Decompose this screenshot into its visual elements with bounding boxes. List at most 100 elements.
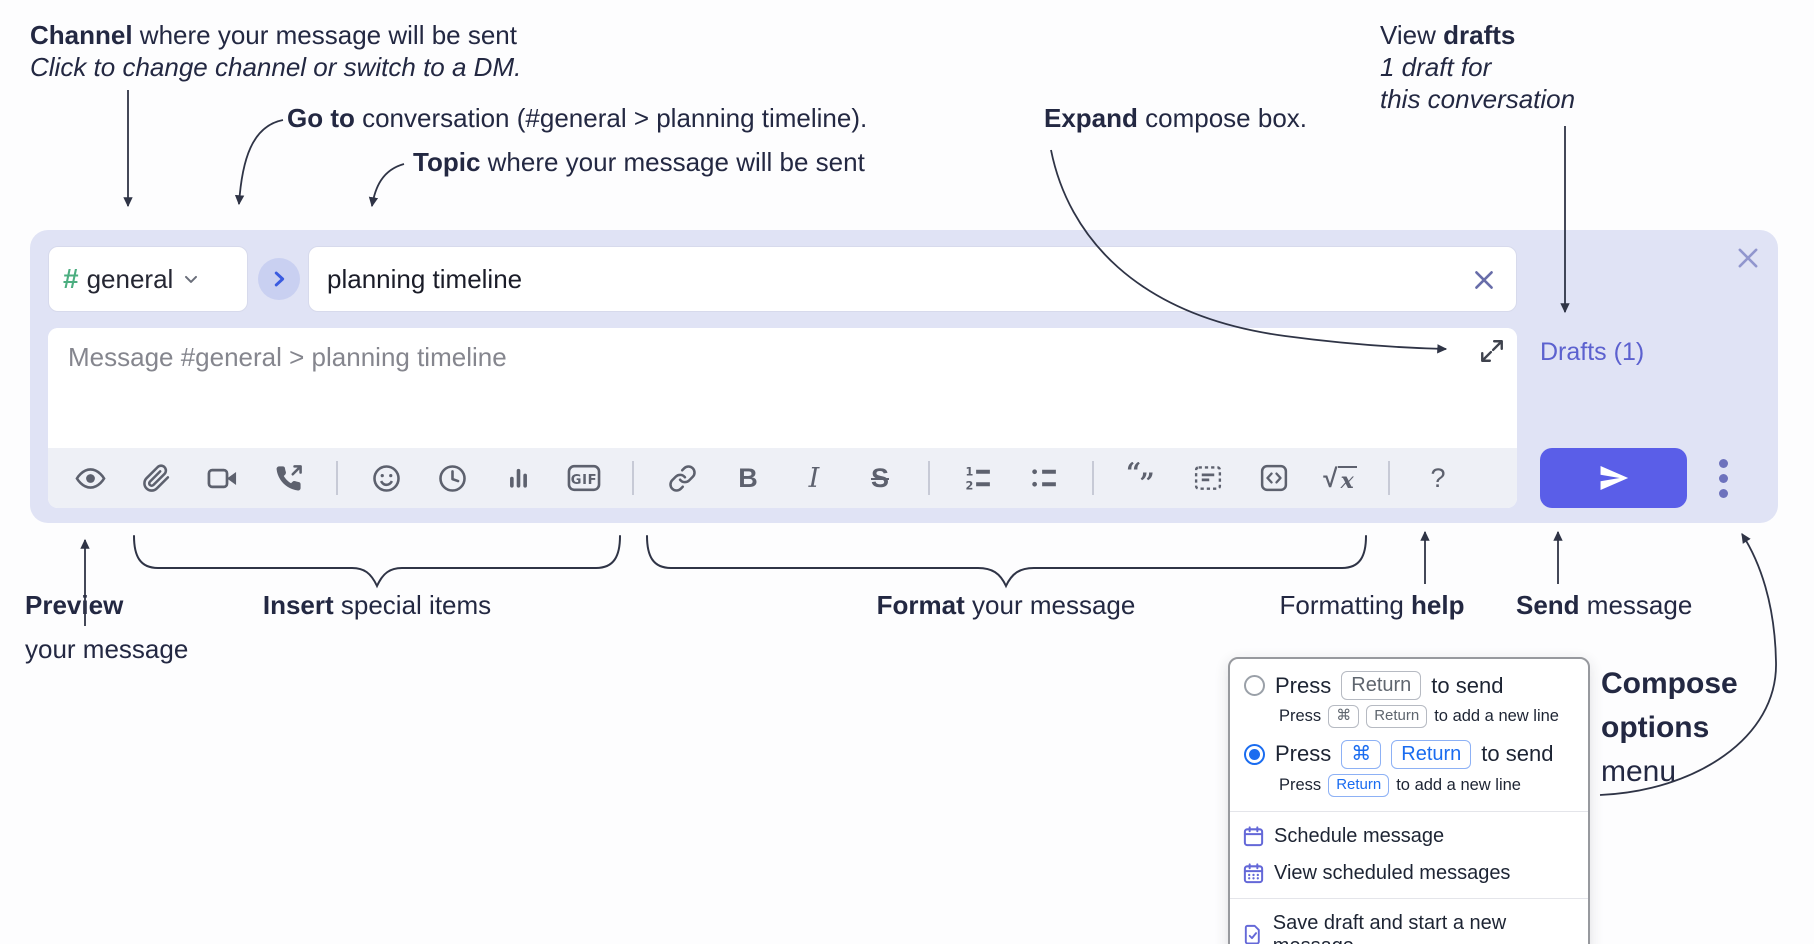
dots-vertical-icon [1718, 458, 1728, 468]
calendar-scheduled-icon [1243, 862, 1264, 883]
italic-icon[interactable]: I [808, 462, 820, 494]
chevron-right-icon [274, 271, 285, 287]
toolbar-divider [1388, 461, 1390, 495]
attach-file-icon[interactable] [138, 460, 174, 496]
return-keycap: Return [1366, 705, 1428, 728]
return-keycap: Return [1328, 773, 1390, 797]
cmd-return-option-subtext: Press Return to add a new line [1230, 769, 1588, 805]
goto-conversation-button[interactable] [258, 258, 300, 300]
save-draft-icon [1244, 924, 1260, 944]
send-button[interactable] [1540, 448, 1687, 508]
return-keycap: Return [1391, 739, 1472, 769]
message-input[interactable] [48, 328, 1517, 446]
strikethrough-icon[interactable]: S [870, 462, 889, 493]
poll-chart-icon[interactable] [500, 460, 536, 496]
topic-input[interactable] [309, 247, 1516, 311]
expand-compose-button[interactable] [1479, 338, 1507, 366]
cmd-keycap: ⌘ [1328, 705, 1360, 728]
code-block-icon[interactable] [1190, 460, 1226, 496]
channel-annotation: Channel where your message will be sent [30, 20, 517, 51]
expand-icon [1481, 340, 1503, 362]
svg-text:“: “ [1126, 462, 1141, 489]
return-to-send-option[interactable]: Press Return to send [1230, 667, 1588, 700]
format-annotation: Format your message [876, 590, 1136, 620]
view-drafts-line3: this conversation [1380, 84, 1576, 114]
code-icon[interactable] [1256, 460, 1292, 496]
return-option-subtext: Press ⌘ Return to add a new line [1230, 700, 1588, 736]
chevron-down-icon [185, 275, 198, 283]
preview-eye-icon[interactable] [72, 460, 108, 496]
save-draft-item[interactable]: Save draft and start a new message [1230, 905, 1588, 944]
bulleted-list-icon[interactable] [1026, 460, 1062, 496]
preview-annotation: Preview [25, 590, 124, 620]
calendar-icon [1243, 825, 1264, 846]
menu-item-label: Save draft and start a new message [1272, 911, 1507, 944]
compose-options-popup: Press Return to send Press ⌘ Return to a… [1228, 657, 1590, 944]
compose-options-annotation: Compose options menu [1601, 667, 1738, 788]
view-scheduled-messages-item[interactable]: View scheduled messages [1230, 855, 1588, 892]
channel-annotation-bold: Channel [30, 20, 133, 50]
channel-annotation-rest: where your message will be sent [132, 20, 517, 50]
radio-selected-icon[interactable] [1244, 743, 1265, 765]
toolbar-divider [1092, 461, 1094, 495]
clear-topic-button[interactable] [1468, 264, 1500, 296]
close-icon [1475, 271, 1493, 289]
dots-vertical-icon [1718, 473, 1728, 483]
close-compose-button[interactable] [1732, 242, 1764, 274]
toolbar-divider [928, 461, 930, 495]
audio-call-icon[interactable] [270, 460, 306, 496]
topic-annotation-rest: where your message will be sent [480, 147, 865, 177]
dots-vertical-icon [1718, 488, 1728, 498]
message-panel: GIF B I S 12 “” √x ? [48, 328, 1517, 508]
drafts-link[interactable]: Drafts (1) [1540, 338, 1645, 366]
video-clip-icon[interactable] [204, 460, 240, 496]
topic-field [308, 246, 1517, 312]
expand-annotation: Expand compose box. [1044, 103, 1307, 134]
channel-annotation-sub: Click to change channel or switch to a D… [30, 52, 522, 82]
schedule-message-item[interactable]: Schedule message [1230, 818, 1588, 855]
menu-item-label: View scheduled messages [1274, 861, 1511, 884]
channel-name: general [86, 263, 174, 294]
expand-annotation-bold: Expand [1044, 103, 1138, 133]
svg-text:”: ” [1139, 469, 1154, 494]
preview-annotation-line2: your message [25, 634, 189, 664]
menu-item-label: Schedule message [1274, 824, 1445, 847]
popup-divider [1230, 810, 1588, 812]
view-drafts-line2: 1 draft for [1380, 52, 1492, 82]
goto-annotation-rest: conversation (#general > planning timeli… [354, 103, 868, 133]
recent-clock-icon[interactable] [434, 460, 470, 496]
gif-icon[interactable]: GIF [566, 460, 602, 496]
link-icon[interactable] [664, 460, 700, 496]
formatting-help-annotation: Formatting help [1279, 590, 1465, 620]
goto-annotation-bold: Go to [287, 103, 355, 133]
formula-icon[interactable]: √x [1322, 460, 1358, 496]
svg-text:1: 1 [966, 466, 974, 479]
close-icon [1738, 248, 1758, 268]
view-drafts-bold: drafts [1443, 20, 1516, 50]
send-icon [1600, 465, 1628, 491]
return-keycap: Return [1341, 671, 1422, 700]
expand-annotation-rest: compose box. [1137, 103, 1308, 133]
goto-annotation: Go to conversation (#general > planning … [287, 103, 867, 134]
compose-options-button[interactable] [1706, 452, 1740, 504]
send-annotation: Send message [1516, 590, 1693, 620]
radio-unselected-icon[interactable] [1244, 675, 1265, 696]
view-drafts-annotation: View drafts [1380, 20, 1515, 51]
format-brace [646, 535, 1367, 589]
formatting-help-icon[interactable]: ? [1430, 462, 1446, 493]
cmd-return-to-send-option[interactable]: Press ⌘ Return to send [1230, 736, 1588, 769]
svg-text:2: 2 [966, 479, 974, 492]
insert-annotation: Insert special items [262, 590, 492, 620]
topic-arrow [368, 163, 405, 208]
insert-brace [133, 535, 621, 589]
channel-selector[interactable]: # general [48, 246, 248, 312]
bold-icon[interactable]: B [738, 462, 758, 493]
emoji-icon[interactable] [368, 460, 404, 496]
toolbar-divider [632, 461, 634, 495]
blockquote-icon[interactable]: “” [1124, 460, 1160, 496]
topic-annotation-bold: Topic [413, 147, 481, 177]
toolbar-divider [336, 461, 338, 495]
